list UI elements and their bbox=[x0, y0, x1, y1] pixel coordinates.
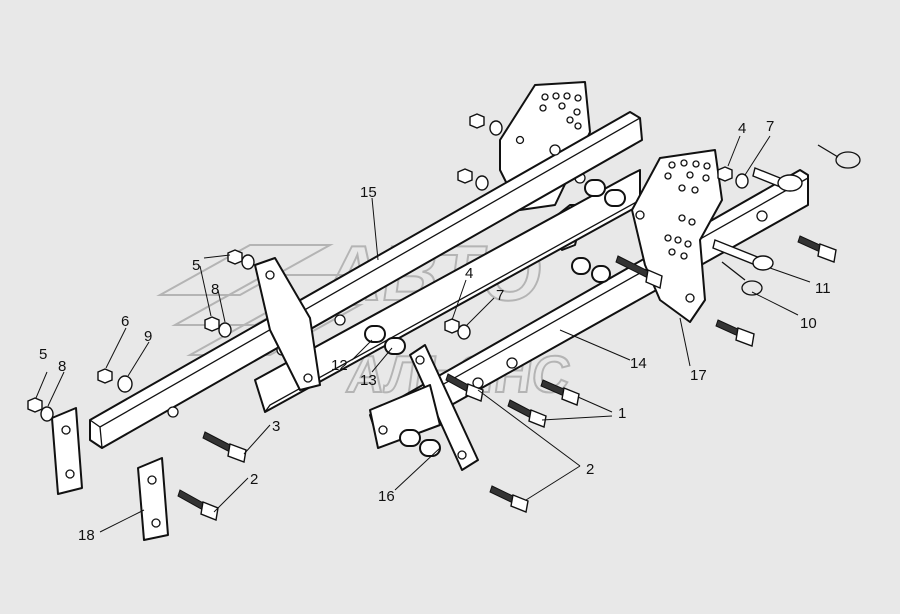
callout-2-left: 2 bbox=[250, 471, 258, 488]
leader-lines bbox=[35, 135, 811, 533]
callout-5-left: 5 bbox=[39, 346, 47, 363]
bolt-1b bbox=[540, 379, 580, 406]
callout-8-left: 8 bbox=[58, 358, 66, 375]
bolt-1a bbox=[507, 399, 547, 428]
callouts: 5 8 6 9 5 8 3 2 18 15 12 13 4 7 16 2 1 1… bbox=[39, 118, 831, 544]
plate-bracket-left bbox=[254, 257, 321, 391]
callout-16: 16 bbox=[378, 488, 395, 505]
callout-7-right: 7 bbox=[766, 118, 774, 135]
bolt-1c bbox=[445, 373, 484, 402]
callout-7-mid: 7 bbox=[496, 287, 504, 304]
strip-18-right bbox=[137, 457, 169, 541]
strip-18-left bbox=[51, 407, 83, 495]
callout-14: 14 bbox=[630, 355, 647, 372]
callout-18: 18 bbox=[78, 527, 95, 544]
bracket-16 bbox=[369, 344, 479, 471]
callout-10: 10 bbox=[800, 315, 817, 332]
pin-11 bbox=[712, 239, 774, 271]
callout-3: 3 bbox=[272, 418, 280, 435]
callout-2-right: 2 bbox=[586, 461, 594, 478]
callout-12: 12 bbox=[331, 357, 348, 374]
bolt-3 bbox=[202, 431, 247, 463]
callout-11: 11 bbox=[815, 280, 831, 297]
bolt-right-lower bbox=[715, 319, 755, 347]
callout-17: 17 bbox=[690, 367, 707, 384]
callout-4-right: 4 bbox=[738, 120, 746, 137]
callout-8-mid: 8 bbox=[211, 281, 219, 298]
fasteners bbox=[27, 113, 749, 422]
callout-15: 15 bbox=[360, 184, 377, 201]
pin-upper-right bbox=[752, 144, 861, 192]
callout-13: 13 bbox=[360, 372, 377, 389]
spacer-set-upper bbox=[571, 179, 626, 283]
bolt-2-left bbox=[177, 489, 219, 521]
bolt-2-right bbox=[489, 485, 529, 513]
callout-5-mid: 5 bbox=[192, 257, 200, 274]
bolts bbox=[177, 235, 837, 521]
bolt-right-upper bbox=[797, 235, 837, 263]
lynch-pin-10 bbox=[721, 261, 763, 296]
callout-1: 1 bbox=[618, 405, 626, 422]
callout-9: 9 bbox=[144, 328, 152, 345]
bar-15 bbox=[89, 111, 643, 449]
callout-4-mid: 4 bbox=[465, 265, 473, 282]
callout-6: 6 bbox=[121, 313, 129, 330]
bolt-long bbox=[615, 255, 663, 289]
